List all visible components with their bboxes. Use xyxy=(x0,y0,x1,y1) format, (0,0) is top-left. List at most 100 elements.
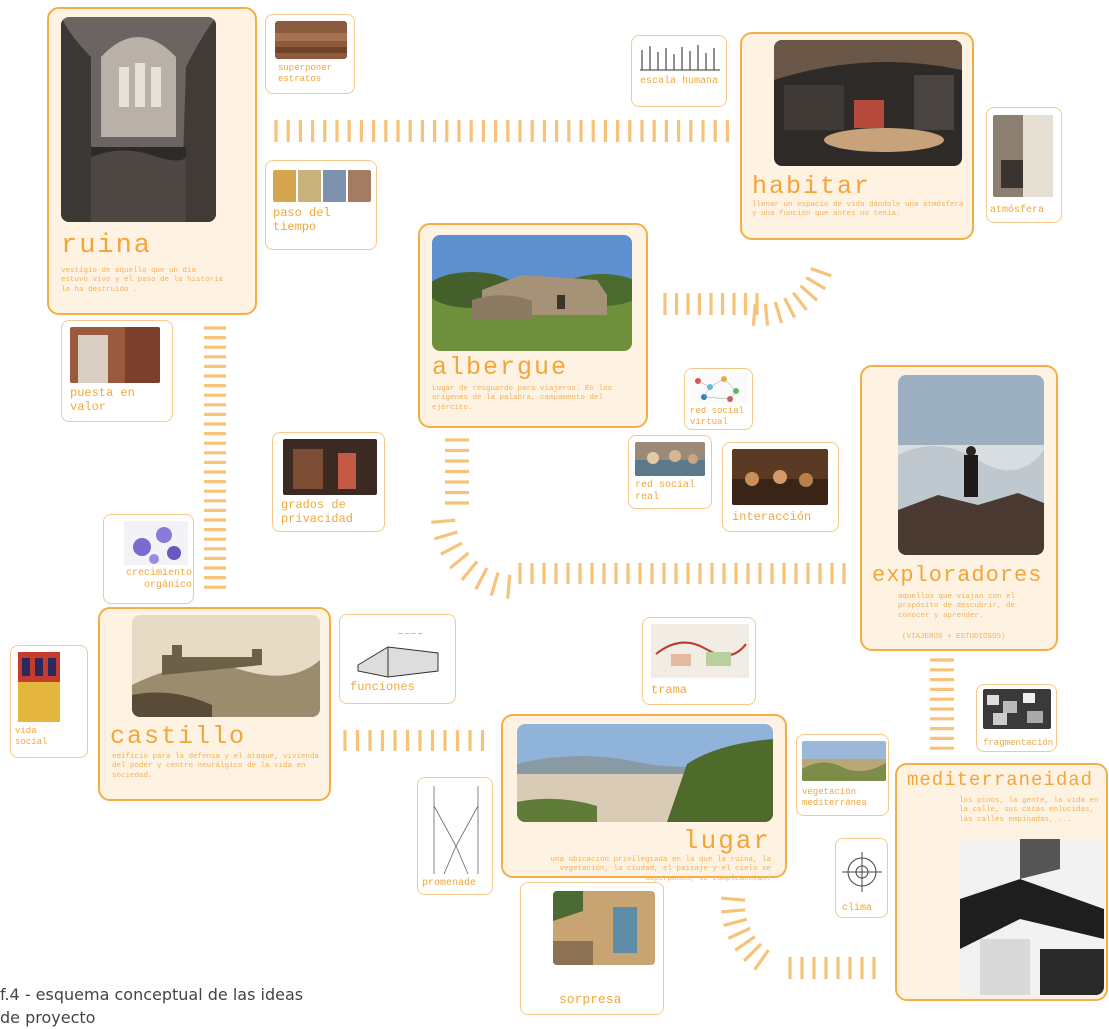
ruina-desc: vestigio de aquello que un día estuvo vi… xyxy=(61,267,224,294)
concept-fragmentacion[interactable]: fragmentación xyxy=(976,684,1057,752)
concept-grados-de-privacidad[interactable]: grados de privacidad xyxy=(272,432,385,532)
paso-label: paso del tiempo xyxy=(273,206,331,234)
node-castillo[interactable]: castillo edificio para la defensa y el a… xyxy=(98,607,331,801)
castillo-desc: edificio para la defensa y el ataque, vi… xyxy=(112,753,320,780)
node-albergue[interactable]: albergue Lugar de resguardo para viajero… xyxy=(418,223,648,428)
exploradores-note: (VIAJEROS + ESTUDIOSOS) xyxy=(902,633,1006,641)
interaccion-label: interacción xyxy=(732,510,812,524)
lugar-title: lugar xyxy=(682,826,771,856)
concept-puesta-en-valor[interactable]: puesta en valor xyxy=(61,320,173,422)
concept-red-social-real[interactable]: red social real xyxy=(628,435,712,509)
connector-lugar-mediterraneidad xyxy=(727,926,751,940)
habitar-desc: llenar un espacio de vida dándole una at… xyxy=(752,201,964,219)
trama-label: trama xyxy=(651,683,688,697)
exploradores-desc: aquellos que viajan con el propósito de … xyxy=(898,593,1016,620)
concept-vida-social[interactable]: vida social xyxy=(10,645,88,758)
sorpresa-photo xyxy=(553,891,655,965)
connector-lugar-mediterraneidad xyxy=(721,908,746,914)
habitar-photo xyxy=(774,40,962,166)
superponer-label: superponer estratos xyxy=(278,63,333,84)
exploradores-painting xyxy=(898,375,1044,555)
caption-line-1: f.4 - esquema conceptual de las ideas xyxy=(0,985,304,1004)
concept-red-social-virtual[interactable]: red social virtual xyxy=(684,368,753,430)
connector-albergue-exploradores xyxy=(474,567,489,591)
caption-line-2: de proyecto xyxy=(0,1008,96,1028)
mediterraneidad-desc: los pinos, la gente, la vida en la calle… xyxy=(959,797,1099,824)
concept-trama[interactable]: trama xyxy=(642,617,756,705)
crecimiento-photo xyxy=(124,521,188,565)
red-virtual-photo xyxy=(690,373,748,403)
vida-social-tapestry xyxy=(18,652,60,722)
castillo-engraving xyxy=(132,615,320,717)
node-habitar[interactable]: habitar llenar un espacio de vida dándol… xyxy=(740,32,974,240)
vida-social-label: vida social xyxy=(15,726,48,747)
concept-crecimiento-organico[interactable]: crecimiento orgánico xyxy=(103,514,194,604)
albergue-title: albergue xyxy=(432,353,569,382)
albergue-photo xyxy=(432,235,632,351)
puesta-label: puesta en valor xyxy=(70,386,135,414)
connector-lugar-mediterraneidad xyxy=(723,917,748,927)
crecimiento-label: crecimiento orgánico xyxy=(125,568,192,591)
fragmentacion-label: fragmentación xyxy=(983,738,1054,748)
promenade-sketch xyxy=(424,786,488,874)
connector-albergue-exploradores xyxy=(489,572,500,597)
concept-escala-humana[interactable]: escala humana xyxy=(631,35,727,107)
interaccion-photo xyxy=(732,449,828,505)
node-exploradores[interactable]: exploradores aquellos que viajan con el … xyxy=(860,365,1058,651)
escala-label: escala humana xyxy=(640,76,719,87)
node-ruina[interactable]: ruina vestigio de aquello que un día est… xyxy=(47,7,257,315)
svg-text:— — — —: — — — — xyxy=(398,631,423,637)
puesta-photo xyxy=(70,327,160,383)
connector-albergue-habitar xyxy=(773,301,784,324)
connector-lugar-mediterraneidad xyxy=(721,896,746,902)
concept-paso-del-tiempo[interactable]: paso del tiempo xyxy=(265,160,377,250)
connector-albergue-habitar xyxy=(805,276,827,291)
connector-albergue-habitar xyxy=(763,303,770,326)
castillo-title: castillo xyxy=(110,722,247,751)
connector-albergue-exploradores xyxy=(448,551,470,570)
funciones-drawing: — — — — xyxy=(348,625,448,679)
grados-photo xyxy=(283,439,377,495)
connector-albergue-habitar xyxy=(799,284,819,302)
funciones-label: funciones xyxy=(350,680,415,694)
connector-albergue-habitar xyxy=(751,303,757,326)
connector-lugar-mediterraneidad xyxy=(743,942,763,962)
concept-vegetacion-mediterranea[interactable]: vegetación mediterránea xyxy=(796,734,889,816)
vegetacion-photo xyxy=(802,741,886,781)
connector-albergue-exploradores xyxy=(439,541,463,556)
concept-atmosfera[interactable]: atmósfera xyxy=(986,107,1062,223)
fragmentacion-photo xyxy=(983,689,1051,729)
connector-albergue-exploradores xyxy=(431,518,456,524)
red-real-label: red social real xyxy=(635,480,696,503)
trama-map xyxy=(651,624,749,678)
concept-interaccion[interactable]: interacción xyxy=(722,442,839,532)
albergue-desc: Lugar de resguardo para viajeros. En los… xyxy=(432,385,613,412)
node-mediterraneidad[interactable]: mediterraneidad los pinos, la gente, la … xyxy=(895,763,1108,1001)
mediterraneidad-title: mediterraneidad xyxy=(907,769,1094,791)
clima-diagram xyxy=(839,847,885,897)
atmosfera-photo xyxy=(993,115,1053,197)
exploradores-title: exploradores xyxy=(872,563,1043,588)
red-real-photo xyxy=(635,442,705,476)
ruina-title: ruina xyxy=(61,231,153,261)
concept-funciones[interactable]: — — — — funciones xyxy=(339,614,456,704)
concept-superponer-estratos[interactable]: superponer estratos xyxy=(265,14,355,94)
connector-albergue-habitar xyxy=(791,291,808,311)
paso-photo xyxy=(273,170,371,202)
concept-sorpresa[interactable]: sorpresa xyxy=(520,882,664,1015)
atmosfera-label: atmósfera xyxy=(990,205,1045,216)
connector-albergue-habitar xyxy=(783,297,797,319)
promenade-label: promenade xyxy=(422,878,477,889)
mediterraneidad-photo xyxy=(960,839,1104,995)
figure-caption: f.4 - esquema conceptual de las ideas de… xyxy=(0,983,303,1029)
concept-clima[interactable]: clima xyxy=(835,838,888,918)
grados-label: grados de privacidad xyxy=(281,498,354,526)
lugar-desc: una ubicación privilegiada en la que la … xyxy=(550,856,771,883)
sorpresa-label: sorpresa xyxy=(559,992,622,1007)
ruina-photo xyxy=(61,17,216,222)
node-lugar[interactable]: lugar una ubicación privilegiada en la q… xyxy=(501,714,787,883)
superponer-photo xyxy=(275,21,347,59)
connector-albergue-habitar xyxy=(810,266,832,278)
connector-albergue-exploradores xyxy=(460,560,479,582)
concept-promenade[interactable]: promenade xyxy=(417,777,493,895)
